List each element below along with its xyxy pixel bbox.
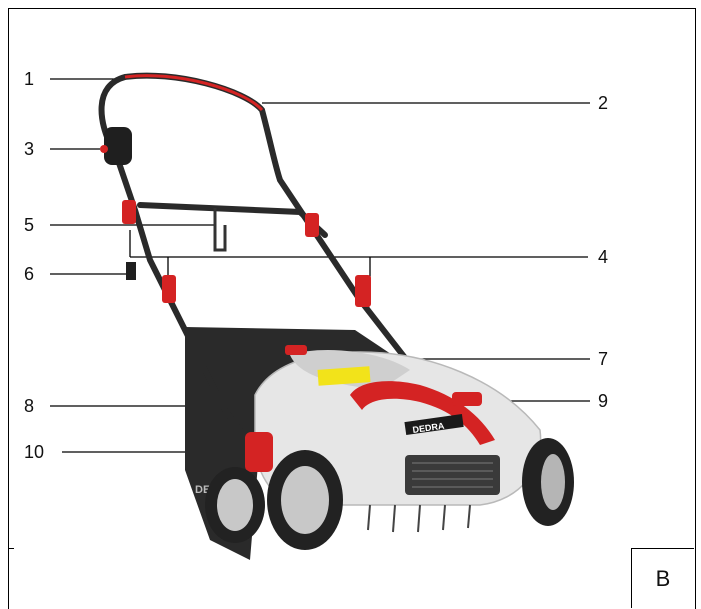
callout-2: 2 — [598, 94, 608, 112]
crossbar — [140, 205, 325, 235]
clamp-upper-right — [305, 213, 319, 237]
callout-1: 1 — [24, 70, 34, 88]
callout-3: 3 — [24, 140, 34, 158]
callout-6: 6 — [24, 265, 34, 283]
front-left-wheel — [267, 450, 343, 550]
rear-flap-handle — [285, 345, 307, 355]
front-grille — [405, 455, 500, 495]
height-adjust-lever — [452, 392, 482, 406]
callout-8: 8 — [24, 397, 34, 415]
callout-5: 5 — [24, 216, 34, 234]
safety-button — [100, 145, 108, 153]
power-plug — [126, 262, 136, 280]
rear-left-wheel — [205, 467, 265, 543]
cable-hook — [215, 208, 225, 250]
clamp-lower-right — [355, 275, 371, 307]
callout-10: 10 — [24, 443, 44, 461]
front-right-wheel — [522, 438, 574, 526]
callout-9: 9 — [598, 392, 608, 410]
scarifier-tines — [368, 505, 470, 532]
motor-knob — [245, 432, 273, 472]
clamp-upper-left — [122, 200, 136, 224]
callout-7: 7 — [598, 350, 608, 368]
callout-4: 4 — [598, 248, 608, 266]
clamp-lower-left — [162, 275, 176, 303]
switch-box — [104, 127, 132, 165]
